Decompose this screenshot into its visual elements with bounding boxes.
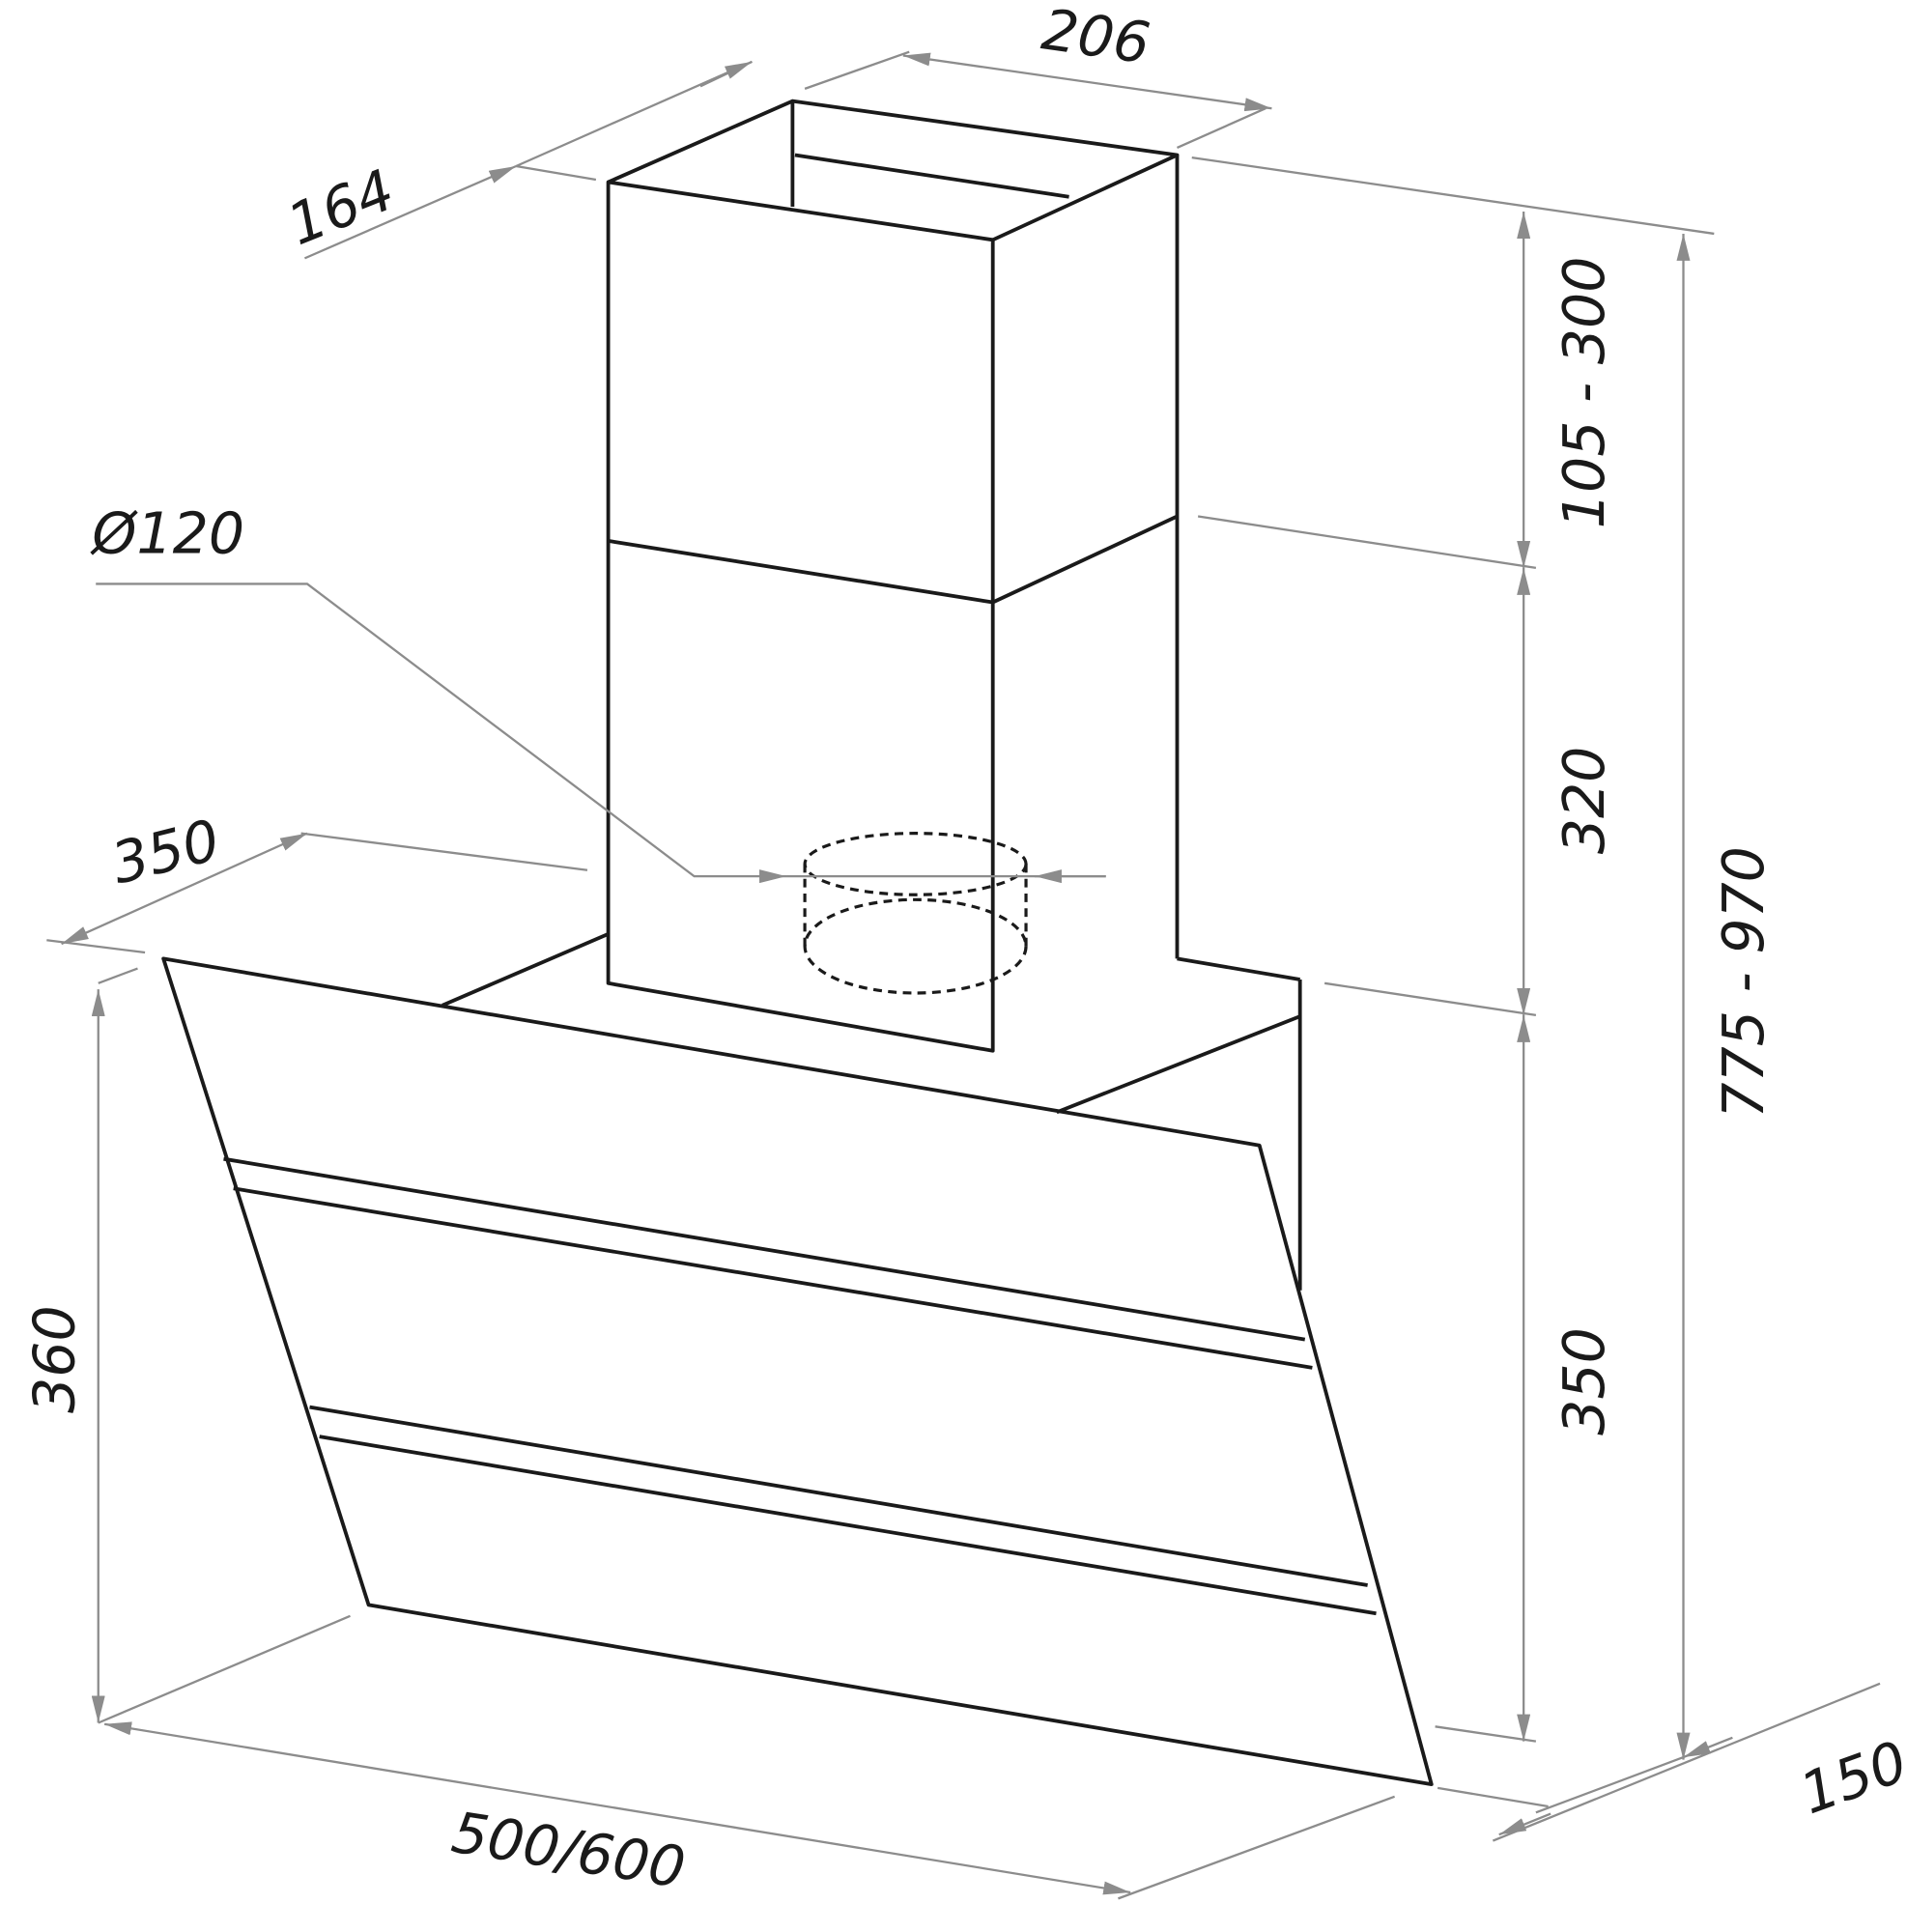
duct-outlet xyxy=(803,832,1028,995)
glass-panel xyxy=(161,956,1434,1786)
dim-glass-height: 360 xyxy=(21,1305,87,1413)
hood-body xyxy=(441,932,1302,1291)
dim-body-height: 350 xyxy=(1551,1327,1617,1435)
dim-upper-chimney-height: 105 - 300 xyxy=(1551,257,1617,529)
dim-bottom-depth: 150 xyxy=(1792,1728,1907,1827)
dim-hood-depth: 350 xyxy=(105,807,226,896)
dim-duct-diameter: Ø120 xyxy=(90,501,244,567)
dim-lower-chimney-height: 320 xyxy=(1551,747,1617,855)
dimension-lines xyxy=(46,50,1881,1900)
dim-total-height: 775 - 970 xyxy=(1711,846,1777,1119)
chimney xyxy=(606,99,1180,1053)
dim-chimney-width: 206 xyxy=(1038,0,1153,76)
